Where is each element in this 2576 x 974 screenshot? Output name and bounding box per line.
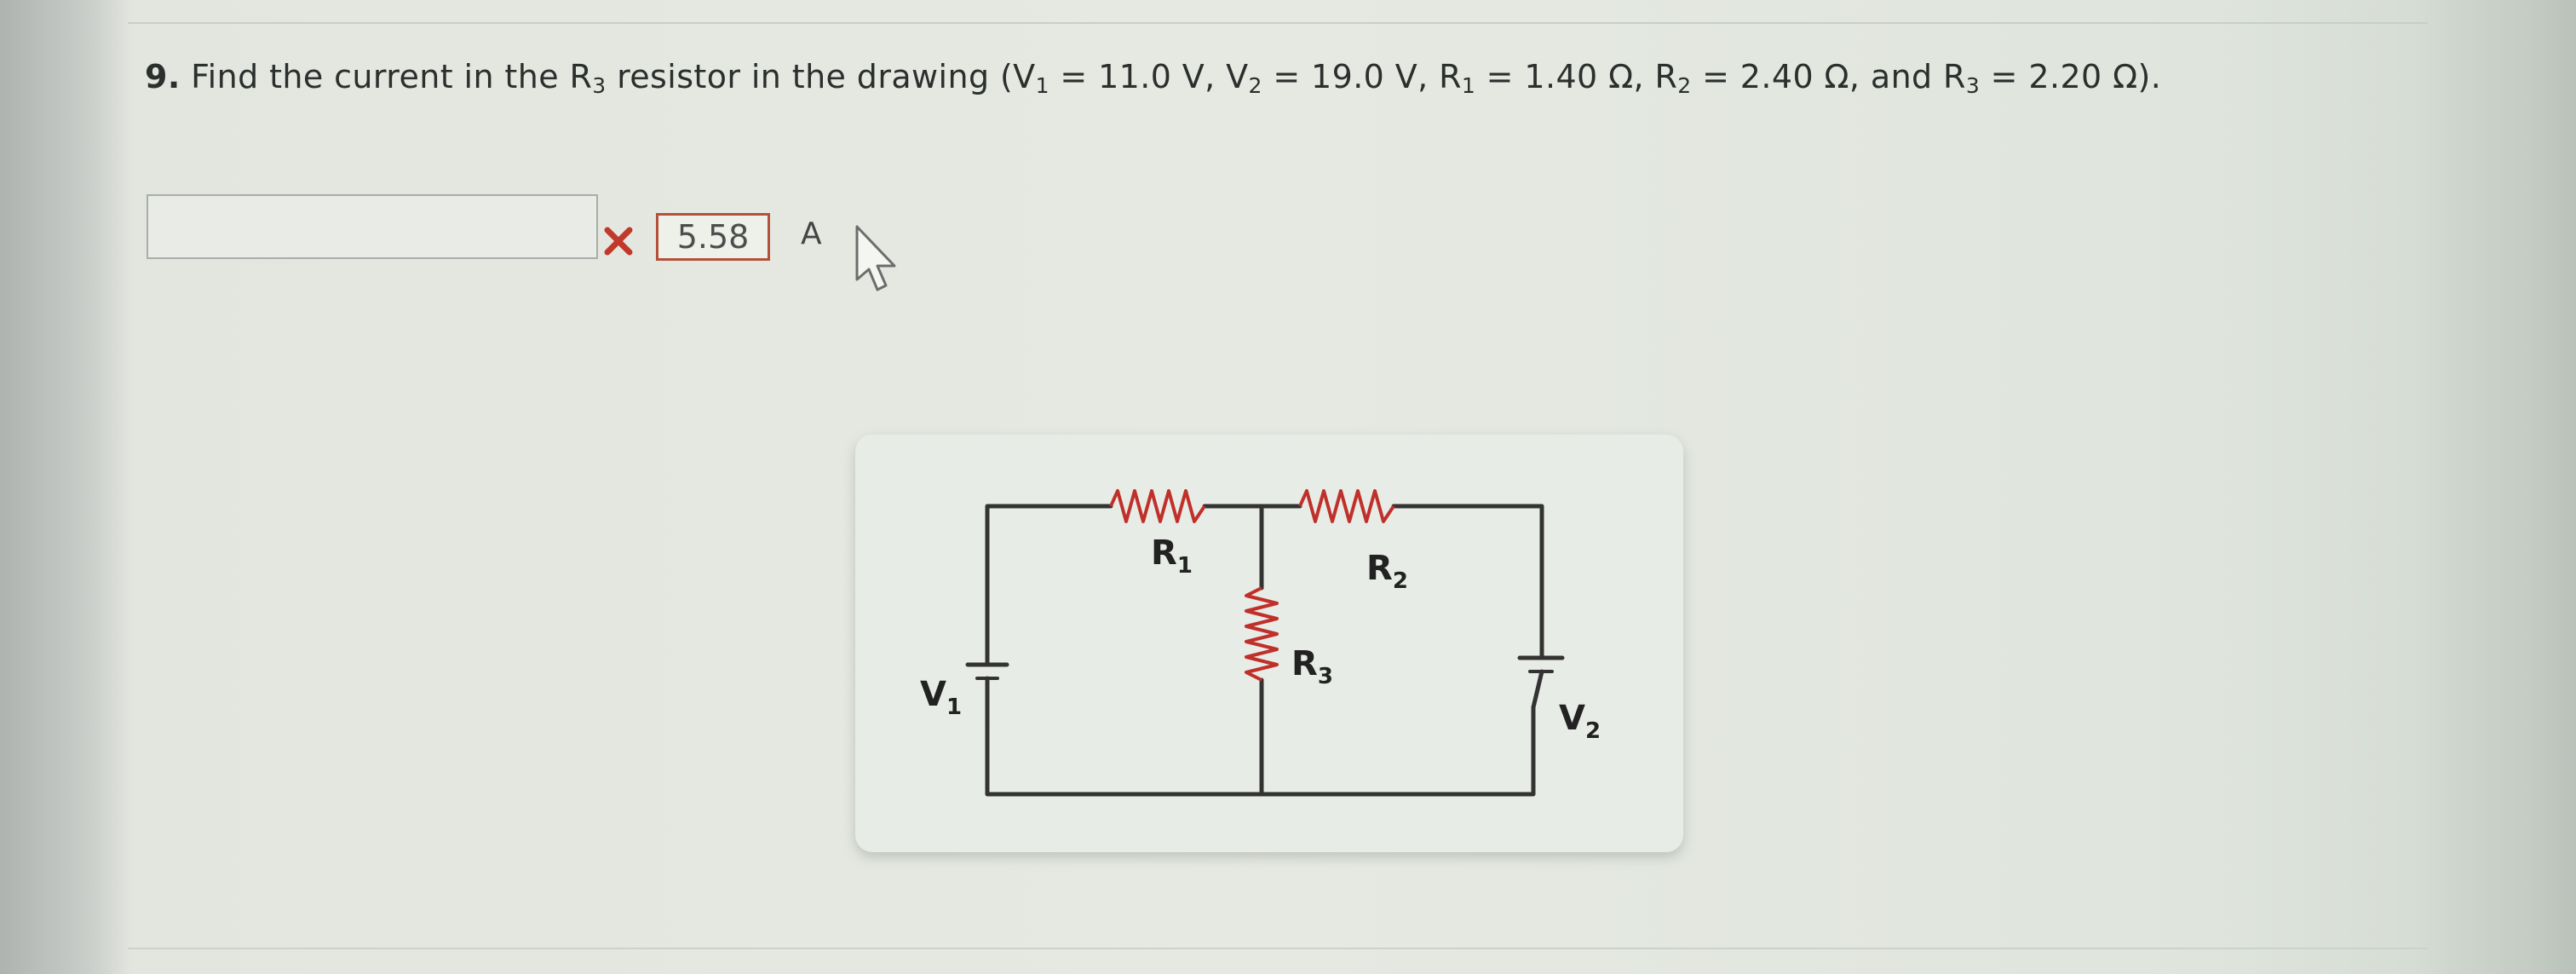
subscript: 2	[1677, 73, 1692, 98]
question-fragment: resistor in the drawing (V	[606, 58, 1036, 95]
resistor-r2	[1298, 489, 1395, 523]
label-v2: V2	[1559, 699, 1601, 744]
top-divider	[128, 0, 2428, 24]
subscript: 2	[1248, 73, 1262, 98]
question-fragment: Find the current in the R	[180, 58, 593, 95]
screen-edge-left	[0, 0, 128, 974]
answer-input[interactable]	[147, 194, 598, 259]
circuit-diagram: R1 R2 R3 V1 V2	[920, 489, 1601, 797]
wire-bottom	[985, 705, 1536, 797]
wire-right-top	[1391, 504, 1544, 660]
label-r1: R1	[1151, 533, 1193, 579]
bottom-divider	[128, 948, 2428, 949]
subscript: 1	[1461, 73, 1476, 98]
label-r2: R2	[1366, 549, 1408, 594]
incorrect-x-icon	[604, 227, 633, 256]
question-number: 9.	[145, 58, 181, 95]
resistor-r1	[1109, 489, 1206, 523]
label-v1: V1	[920, 675, 962, 720]
label-r3: R3	[1291, 644, 1333, 689]
subscript: 1	[1035, 73, 1049, 98]
question-fragment: = 2.20 Ω).	[1980, 58, 2162, 95]
question-fragment: = 11.0 V, V	[1049, 58, 1249, 95]
answer-unit: A	[801, 216, 822, 251]
question-text: 9. Find the current in the R3 resistor i…	[145, 43, 2496, 111]
subscript: 3	[592, 73, 607, 98]
circuit-figure: R1 R2 R3 V1 V2	[855, 435, 1683, 852]
question-fragment: = 2.40 Ω, and R	[1691, 58, 1966, 95]
wire-left-top	[985, 504, 1113, 667]
question-fragment: = 1.40 Ω, R	[1475, 58, 1678, 95]
battery-v2-lead	[1531, 669, 1544, 710]
screen-edge-right	[2414, 0, 2576, 974]
subscript: 3	[1965, 73, 1981, 98]
previous-answer-value: 5.58	[656, 213, 770, 261]
mouse-cursor-icon	[855, 225, 896, 291]
resistor-r3	[1245, 586, 1279, 682]
question-fragment: = 19.0 V, R	[1262, 58, 1462, 95]
